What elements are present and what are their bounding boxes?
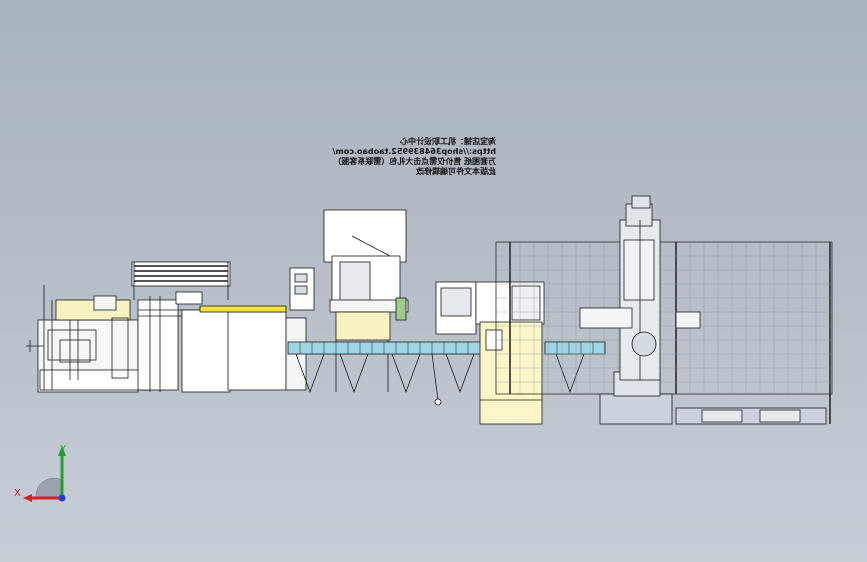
y-axis-arrowhead xyxy=(58,446,66,456)
triad-plane-icon xyxy=(35,477,63,499)
robot-arm-icon[interactable] xyxy=(579,195,701,425)
x-axis-arrowhead xyxy=(23,494,32,502)
press-housing[interactable] xyxy=(181,305,307,393)
x-axis-label: X xyxy=(14,488,21,499)
orientation-triad: Y X xyxy=(14,444,67,502)
control-cabinet[interactable] xyxy=(479,321,543,425)
hopper-rack[interactable] xyxy=(131,261,231,300)
z-axis-icon xyxy=(58,494,66,502)
press-station[interactable] xyxy=(323,209,409,392)
electrical-cabinet[interactable] xyxy=(289,267,315,311)
robot-base-skid[interactable] xyxy=(675,407,827,425)
y-axis-label: Y xyxy=(59,444,67,455)
roller-conveyor-icon[interactable] xyxy=(287,341,606,406)
left-feeder-machine[interactable] xyxy=(26,285,228,393)
